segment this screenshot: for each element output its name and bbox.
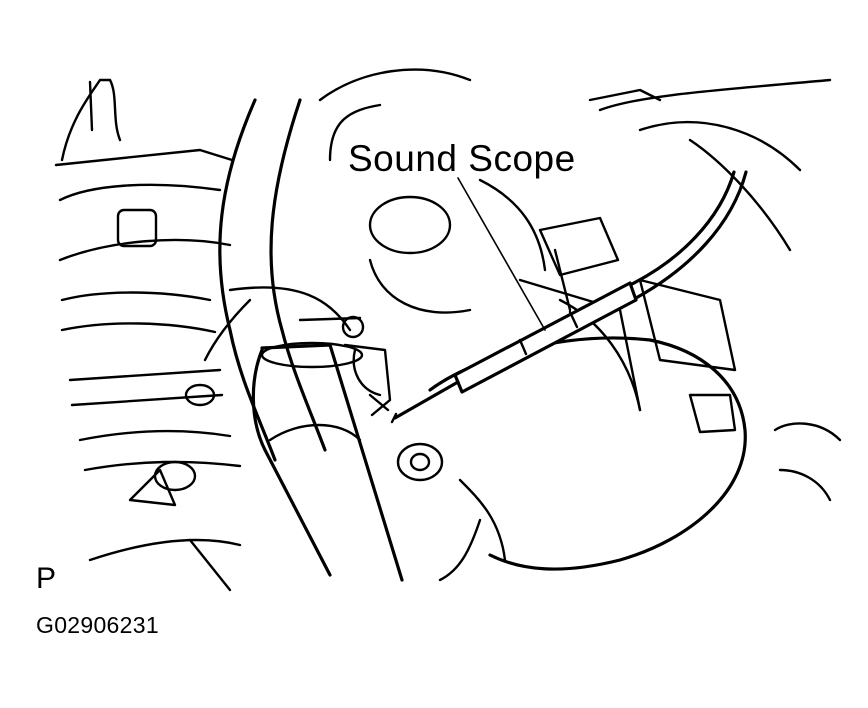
callout-leader-line xyxy=(457,177,546,331)
sound-scope-probe xyxy=(390,281,638,424)
right-connectors xyxy=(538,78,842,502)
upper-left-bracket xyxy=(54,78,234,262)
view-letter: P xyxy=(36,562,57,595)
upper-housing xyxy=(298,68,547,417)
cylinder-column xyxy=(251,341,404,582)
probe-tip-target xyxy=(352,348,390,412)
figure-id: G02906231 xyxy=(36,612,159,638)
sound-scope-cable xyxy=(628,170,748,300)
central-hose xyxy=(203,98,352,462)
sound-scope-label: Sound Scope xyxy=(348,138,576,179)
left-hose-assembly xyxy=(60,291,242,592)
